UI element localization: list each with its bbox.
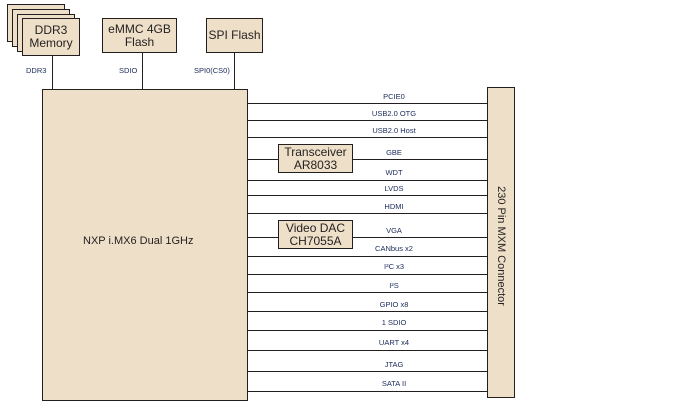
mxm-connector-box — [487, 87, 515, 398]
transceiver-box: Transceiver AR8033 — [278, 144, 353, 173]
ddr3-memory-box: DDR3 Memory — [22, 18, 80, 56]
ddr3-bus-label: DDR3 — [26, 66, 47, 75]
signal-line-sata-ii — [247, 391, 488, 392]
video-dac-box: Video DAC CH7055A — [278, 220, 353, 249]
emmc-label-line1: eMMC 4GB — [108, 21, 171, 36]
signal-line-jtag — [247, 371, 488, 372]
signal-label-usb2-0-host: USB2.0 Host — [372, 126, 416, 135]
transceiver-label-line1: Transceiver — [284, 144, 347, 159]
ddr3-memory-label-line2: Memory — [29, 36, 73, 50]
signal-label-sata-ii: SATA II — [381, 379, 407, 388]
ddr3-bus-line — [52, 56, 53, 89]
video-dac-label-line1: Video DAC — [285, 220, 346, 235]
signal-line-vga — [247, 237, 488, 238]
video-dac-label-line2: CH7055A — [289, 233, 342, 248]
signal-line-lvds — [247, 195, 488, 196]
signal-line-i-c-x3 — [247, 274, 488, 275]
signal-line-i-s — [247, 292, 488, 293]
sdio-bus-label: SDIO — [119, 66, 138, 75]
signal-line-wdt — [247, 180, 488, 181]
signal-label-uart-x4: UART x4 — [378, 338, 410, 347]
ddr3-memory-label-line1: DDR3 — [34, 23, 68, 37]
signal-line-uart-x4 — [247, 350, 488, 351]
signal-line-1-sdio — [247, 330, 488, 331]
spi-bus-label: SPI0(CS0) — [194, 66, 230, 75]
signal-label-lvds: LVDS — [384, 184, 404, 193]
signal-line-canbus-x2 — [247, 256, 488, 257]
signal-label-canbus-x2: CANbus x2 — [375, 244, 413, 253]
signal-line-pcie0 — [247, 103, 488, 104]
signal-label-wdt: WDT — [385, 168, 403, 177]
signal-label-gbe: GBE — [386, 148, 402, 157]
processor-box — [42, 89, 248, 401]
spi-bus-line — [234, 53, 235, 89]
emmc-flash-box: eMMC 4GB Flash — [102, 18, 177, 53]
emmc-label-line2: Flash — [124, 34, 155, 49]
spi-flash-box: SPI Flash — [206, 18, 263, 53]
signal-line-usb2-0-host — [247, 137, 488, 138]
transceiver-label-line2: AR8033 — [293, 157, 338, 172]
signal-label-gpio-x8: GPIO x8 — [379, 300, 409, 309]
mxm-connector-label: 230 Pin MXM Connector — [495, 186, 507, 306]
signal-label-jtag: JTAG — [384, 360, 404, 369]
signal-label-vga: VGA — [386, 226, 402, 235]
signal-label-pcie0: PCIE0 — [383, 92, 405, 101]
signal-label-1-sdio: 1 SDIO — [381, 318, 407, 327]
sdio-bus-line — [142, 53, 143, 89]
signal-line-gbe — [247, 159, 488, 160]
processor-label: NXP i.MX6 Dual 1GHz — [83, 235, 194, 247]
signal-label-hdmi: HDMI — [384, 202, 404, 211]
signal-line-hdmi — [247, 213, 488, 214]
signal-line-gpio-x8 — [247, 311, 488, 312]
signal-line-usb2-0-otg — [247, 120, 488, 121]
signal-label-i-s: I²S — [389, 281, 399, 290]
signal-label-usb2-0-otg: USB2.0 OTG — [371, 109, 417, 118]
spi-flash-label: SPI Flash — [208, 28, 261, 42]
signal-label-i-c-x3: I²C x3 — [383, 262, 405, 271]
